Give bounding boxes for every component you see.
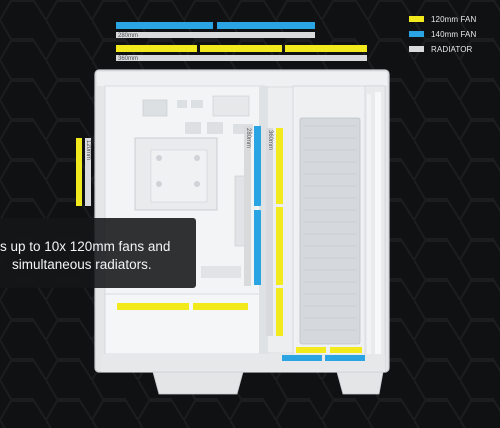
- fan-140-bar-mid-1: [254, 126, 261, 206]
- fan-140-bar-top-1: [116, 22, 213, 29]
- fan-120-bar-top-2: [200, 45, 282, 52]
- fan-140-bar-mid-2: [254, 210, 261, 285]
- fan-120-bar-mid-1: [276, 128, 283, 204]
- legend-item-radiator: RADIATOR: [409, 44, 472, 54]
- fan-120-bar-bottom-1: [117, 303, 189, 310]
- fan-140-bar-psu-1: [282, 355, 322, 361]
- legend-label-120: 120mm FAN: [431, 14, 477, 24]
- fan-140-bar-psu-2: [325, 355, 365, 361]
- feature-callout: s up to 10x 120mm fans and simultaneous …: [0, 218, 196, 288]
- fan-120-bar-psu-1: [296, 347, 326, 353]
- radiator-bar-top-280: [116, 32, 315, 38]
- fan-140-bar-top-2: [217, 22, 315, 29]
- callout-line-1: s up to 10x 120mm fans and: [0, 239, 171, 254]
- dimension-label-top-280: 280mm: [118, 33, 139, 39]
- legend-item-140: 140mm FAN: [409, 29, 476, 39]
- fan-120-bar-top-1: [116, 45, 197, 52]
- legend-swatch-radiator: [409, 46, 424, 52]
- legend-label-140: 140mm FAN: [431, 29, 477, 39]
- legend-swatch-140: [409, 31, 424, 37]
- radiator-bar-side: [85, 138, 91, 206]
- fan-120-bar-mid-3: [276, 288, 283, 336]
- dimension-label-top-360: 360mm: [118, 56, 139, 62]
- dimension-label-side-120: 120mm: [85, 140, 91, 161]
- fan-120-bar-bottom-2: [193, 303, 248, 310]
- legend-item-120: 120mm FAN: [409, 14, 476, 24]
- legend-label-radiator: RADIATOR: [431, 44, 473, 54]
- dimension-label-mid-280: 280mm: [245, 128, 251, 149]
- radiator-bar-mid-280: [244, 126, 251, 286]
- radiator-bar-top-360: [116, 55, 367, 61]
- front-light-strip: [367, 94, 371, 354]
- radiator-bar-mid-360: [266, 128, 273, 336]
- fan-120-bar-top-3: [285, 45, 367, 52]
- dimension-label-mid-360: 360mm: [267, 130, 273, 151]
- fan-120-bar-mid-2: [276, 207, 283, 285]
- legend-swatch-120: [409, 16, 424, 22]
- fan-120-bar-psu-2: [330, 347, 362, 353]
- callout-line-2: simultaneous radiators.: [12, 257, 152, 272]
- fan-120-bar-side: [76, 138, 82, 206]
